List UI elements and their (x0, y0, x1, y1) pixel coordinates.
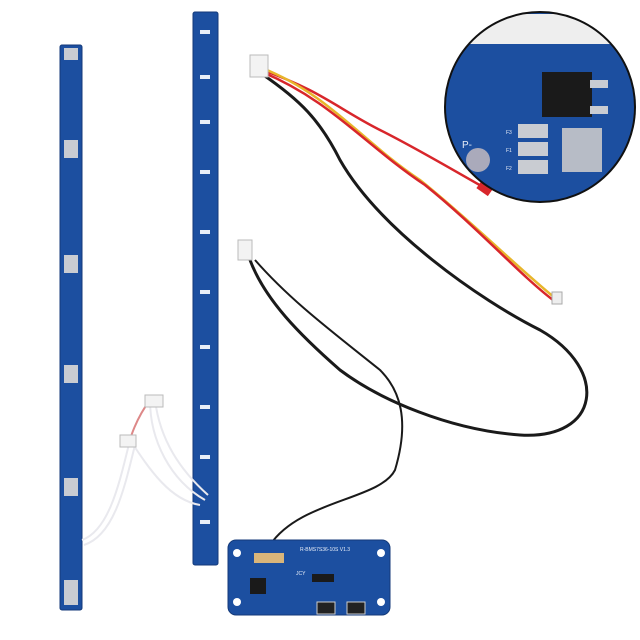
strip-connector (144, 394, 164, 408)
solder-pad (64, 140, 78, 158)
solder-pad (64, 365, 78, 383)
left-balance-strip (59, 44, 83, 611)
solder-pad (64, 255, 78, 273)
pad-label: P- (462, 140, 472, 151)
strip-connector (119, 434, 137, 448)
main-cables (248, 66, 589, 546)
balance-wires (81, 399, 209, 546)
solder-pad (64, 478, 78, 496)
cable-connector (237, 239, 253, 261)
maker-mark: JCY (296, 571, 306, 577)
middle-balance-strip (192, 11, 219, 566)
small-connector (551, 291, 563, 305)
balance-connector (249, 54, 269, 78)
fuse-label: F2 (506, 166, 512, 172)
solder-pad (64, 48, 78, 60)
fuse-label: F3 (506, 130, 512, 136)
fuse-label: F1 (506, 148, 512, 154)
board-label: R-BMS7S36-10S V1.3 (300, 547, 350, 553)
bms-board: R-BMS7S36-10S V1.3 JCY (227, 539, 391, 616)
jst-red-connector (476, 179, 494, 197)
solder-pad (64, 580, 78, 605)
